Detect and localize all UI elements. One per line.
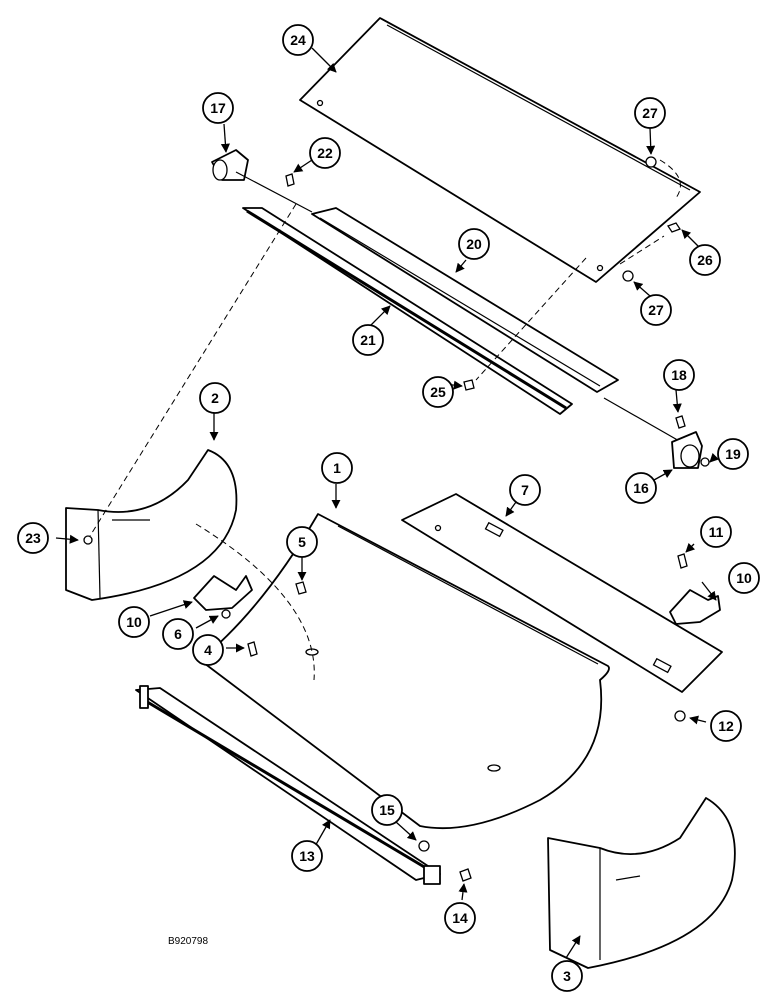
part-13-bottom-rail [135,685,441,885]
part-15-nut [418,840,430,852]
callout-26: 26 [689,244,721,276]
svg-text:13: 13 [299,848,315,864]
part-4-bolt [247,641,258,657]
callout-17: 17 [202,92,234,124]
part-21-seal-strip [242,207,573,415]
callout-5: 5 [286,526,318,558]
part-10-bracket-left [193,575,253,611]
part-22-bolt [285,173,295,187]
svg-text:12: 12 [718,718,734,734]
alignment-lines [89,203,665,537]
callout-25: 25 [422,376,454,408]
svg-text:17: 17 [210,100,226,116]
part-18-bolt [675,415,686,429]
part-27-nut-upper [645,156,657,168]
callout-11: 11 [700,516,732,548]
part-16-hinge-bracket [603,397,703,469]
svg-text:10: 10 [126,614,142,630]
svg-text:3: 3 [563,968,571,984]
svg-text:14: 14 [452,910,468,926]
callout-14: 14 [444,902,476,934]
svg-text:16: 16 [633,480,649,496]
callout-4: 4 [192,634,224,666]
hardware [221,156,710,882]
part-2-left-end-shield [65,449,238,601]
svg-text:11: 11 [709,524,724,540]
callout-6: 6 [162,618,194,650]
callout-10-left: 10 [118,606,150,638]
callout-15: 15 [371,794,403,826]
part-27-nut-lower [622,270,634,282]
svg-text:21: 21 [360,332,376,348]
svg-text:7: 7 [521,482,529,498]
part-10-bracket-right [669,589,721,625]
callout-20: 20 [458,228,490,260]
svg-text:4: 4 [204,642,212,658]
callout-3: 3 [551,960,583,992]
part-20-upper-strip [311,207,619,393]
part-25-bolt [463,379,475,391]
part-5-bolt [295,581,307,595]
svg-text:24: 24 [290,32,306,48]
callout-27-upper: 27 [634,97,666,129]
part-11-bolt [677,553,688,569]
callout-21: 21 [352,324,384,356]
callout-27-lower: 27 [640,294,672,326]
part-14-bolt [459,868,472,882]
svg-text:22: 22 [317,145,333,161]
svg-text:19: 19 [725,446,741,462]
svg-text:6: 6 [174,626,182,642]
callout-7: 7 [509,474,541,506]
svg-text:15: 15 [379,802,395,818]
part-6-nut [221,609,231,619]
part-17-hinge-bracket [211,149,313,213]
svg-text:18: 18 [671,367,687,383]
part-12-nut [674,710,686,722]
callout-18: 18 [663,359,695,391]
svg-text:27: 27 [642,105,658,121]
callout-12: 12 [710,710,742,742]
svg-text:27: 27 [648,302,664,318]
callout-16: 16 [625,472,657,504]
drawing-code: B920798 [168,936,208,947]
part-7-angle-support [401,493,723,693]
svg-text:25: 25 [430,384,446,400]
part-19-nut [700,457,710,467]
leader-lines [55,47,720,959]
callout-19: 19 [717,438,749,470]
part-24-top-cover [299,17,701,283]
svg-text:10: 10 [736,570,752,586]
callout-13: 13 [291,840,323,872]
part-3-right-end-shield [547,797,736,969]
callout-2: 2 [199,382,231,414]
svg-text:26: 26 [697,252,713,268]
callout-24: 24 [282,24,314,56]
callout-1: 1 [321,452,353,484]
svg-text:20: 20 [466,236,482,252]
svg-text:1: 1 [333,460,341,476]
svg-text:2: 2 [211,390,219,406]
svg-text:23: 23 [25,530,41,546]
svg-text:5: 5 [298,534,306,550]
callout-23: 23 [17,522,49,554]
callout-22: 22 [309,137,341,169]
part-26-bolt [667,222,681,233]
callout-10-right: 10 [728,562,760,594]
